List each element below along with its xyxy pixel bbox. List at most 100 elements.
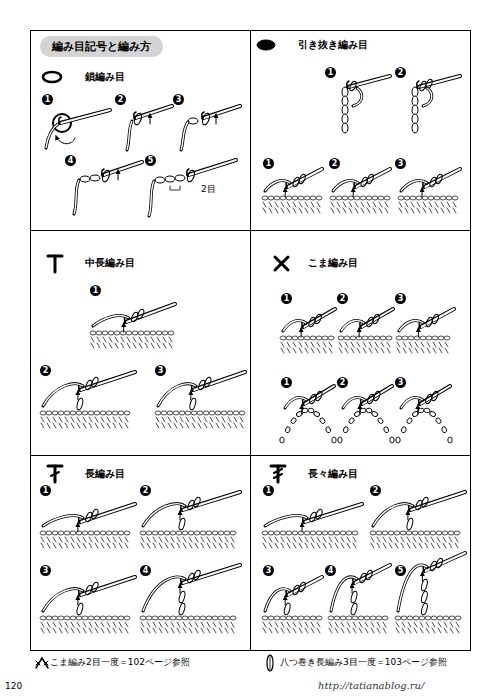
- fabric: [329, 537, 332, 542]
- direction-arrow: [180, 584, 181, 593]
- fabric: [168, 423, 171, 428]
- fabric: [156, 417, 159, 422]
- fabric: [382, 616, 388, 620]
- slip-stitch-symbol: [257, 40, 275, 50]
- fabric: [412, 531, 418, 535]
- fabric: [437, 543, 440, 548]
- fabric: [201, 543, 204, 548]
- fabric: [310, 336, 316, 340]
- fabric: [177, 628, 180, 633]
- crochet-hook: [60, 110, 110, 123]
- chain: [80, 176, 90, 182]
- fabric: [189, 622, 192, 627]
- fabric: [147, 628, 150, 633]
- fabric: [101, 537, 104, 542]
- callout-number: 1: [263, 158, 274, 169]
- crochet-hook: [287, 577, 322, 595]
- fabric: [329, 628, 332, 633]
- fabric: [176, 531, 182, 535]
- fabric: [170, 616, 176, 620]
- fabric: [449, 616, 455, 620]
- crochet-hook: [354, 565, 390, 583]
- fabric: [70, 411, 76, 415]
- fabric: [212, 616, 218, 620]
- stitch-name: こま編み目: [308, 256, 358, 270]
- fabric: [287, 543, 290, 548]
- fabric: [373, 208, 376, 213]
- direction-arrow: [285, 188, 286, 197]
- fabric: [83, 622, 86, 627]
- direction-arrow: [422, 572, 423, 581]
- fabric: [195, 628, 198, 633]
- fabric: [420, 336, 426, 340]
- fabric: [219, 628, 222, 633]
- fabric: [125, 417, 128, 422]
- fabric: [432, 622, 435, 627]
- fabric: [197, 411, 203, 415]
- fabric: [379, 202, 382, 207]
- loop-on-hook: [435, 173, 444, 184]
- fabric: [364, 616, 370, 620]
- fabric: [413, 616, 419, 620]
- fabric: [201, 622, 204, 627]
- yarn: [373, 504, 413, 526]
- fabric: [405, 202, 408, 207]
- fabric: [125, 537, 128, 542]
- yarn: [74, 180, 79, 214]
- sc2tog-symbol: [44, 661, 48, 665]
- yarn: [74, 180, 79, 214]
- fabric: [274, 616, 280, 620]
- fabric: [420, 628, 423, 633]
- fabric: [317, 202, 320, 207]
- fabric: [230, 616, 236, 620]
- callout-number: 4: [325, 565, 336, 576]
- fabric: [328, 531, 334, 535]
- fabric: [52, 616, 58, 620]
- fabric: [372, 196, 378, 200]
- fabric: [373, 202, 376, 207]
- fabric: [411, 208, 414, 213]
- fabric: [275, 208, 278, 213]
- fabric: [281, 342, 284, 347]
- fabric: [188, 616, 194, 620]
- fabric: [53, 537, 56, 542]
- fabric: [167, 411, 173, 415]
- loop-on-hook: [315, 508, 324, 519]
- crochet-hook: [411, 492, 465, 510]
- fabric: [387, 342, 390, 347]
- fabric: [380, 336, 386, 340]
- fabric: [47, 423, 50, 428]
- fabric: [119, 543, 122, 548]
- fabric: [194, 616, 200, 620]
- fabric: [157, 343, 160, 348]
- fabric: [269, 537, 272, 542]
- crochet-hook: [347, 81, 349, 87]
- fabric: [406, 531, 412, 535]
- fabric: [58, 531, 64, 535]
- fabric: [106, 411, 112, 415]
- crochet-hook: [363, 386, 392, 404]
- loop-on-hook: [91, 581, 100, 592]
- crochet-hook: [183, 492, 240, 510]
- fabric: [76, 411, 82, 415]
- fabric: [171, 622, 174, 627]
- fabric: [165, 628, 168, 633]
- fabric: [107, 537, 110, 542]
- stitch-count: 2目: [200, 183, 217, 196]
- fabric: [216, 417, 219, 422]
- crochet-hook: [81, 372, 135, 390]
- fabric: [342, 196, 348, 200]
- fabric: [101, 423, 104, 428]
- fabric: [53, 628, 56, 633]
- dc-symbol: [51, 472, 59, 476]
- fabric: [408, 336, 414, 340]
- chain-arch: [435, 417, 442, 424]
- sc2tog-symbol: [36, 661, 40, 665]
- fabric: [113, 423, 116, 428]
- fabric: [281, 202, 284, 207]
- fabric: [429, 202, 432, 207]
- direction-arrow: [352, 584, 353, 593]
- fabric: [153, 537, 156, 542]
- fabric: [121, 343, 124, 348]
- fabric: [145, 343, 148, 348]
